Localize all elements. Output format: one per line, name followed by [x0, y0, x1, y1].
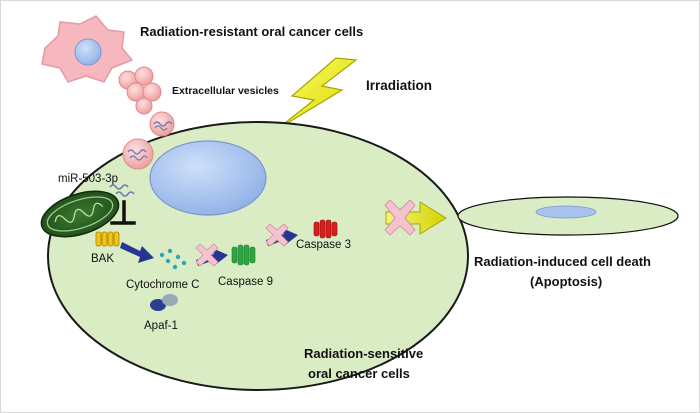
- mirna-label: miR-503-3p: [58, 173, 118, 185]
- caspase3-label: Caspase 3: [296, 239, 351, 251]
- bak-protein-icon: [95, 231, 120, 247]
- inhibition-bar-icon: [110, 200, 136, 225]
- cytochrome-c-label: Cytochrome C: [126, 279, 200, 291]
- vesicle-cluster: [118, 66, 162, 115]
- extracellular-vesicles-label: Extracellular vesicles: [172, 85, 279, 97]
- resistant-cell: [41, 15, 134, 83]
- cytochrome-c-dots: [159, 248, 187, 270]
- x-cross-icon: [195, 243, 228, 267]
- caspase3-icon: [313, 219, 338, 239]
- apoptotic-cell: [457, 196, 679, 236]
- x-cross-icon: [265, 223, 298, 247]
- bak-label: BAK: [91, 253, 114, 265]
- resistant-cells-label: Radiation-resistant oral cancer cells: [140, 24, 363, 39]
- lightning-bolt-icon: [275, 57, 358, 131]
- vesicle-entering-1: [149, 111, 175, 137]
- sensitive-cells-label-line1: Radiation-sensitive: [304, 346, 423, 361]
- apaf1-label: Apaf-1: [144, 320, 178, 332]
- mitochondrion-icon: [40, 190, 120, 238]
- mirna-squiggle-icon: [109, 184, 135, 197]
- vesicle-entering-2: [122, 138, 154, 170]
- caspase9-icon: [231, 244, 256, 266]
- irradiation-label: Irradiation: [366, 78, 432, 93]
- apaf1-icon: [150, 294, 178, 311]
- sensitive-cells-label-line2: oral cancer cells: [308, 366, 410, 381]
- caspase9-label: Caspase 9: [218, 276, 273, 288]
- cell-death-label-line2: (Apoptosis): [530, 274, 602, 289]
- death-arrow: [384, 199, 447, 236]
- cell-nucleus: [149, 140, 267, 216]
- arrow-bak-to-cytochrome: [120, 242, 154, 263]
- cell-death-label-line1: Radiation-induced cell death: [474, 254, 651, 269]
